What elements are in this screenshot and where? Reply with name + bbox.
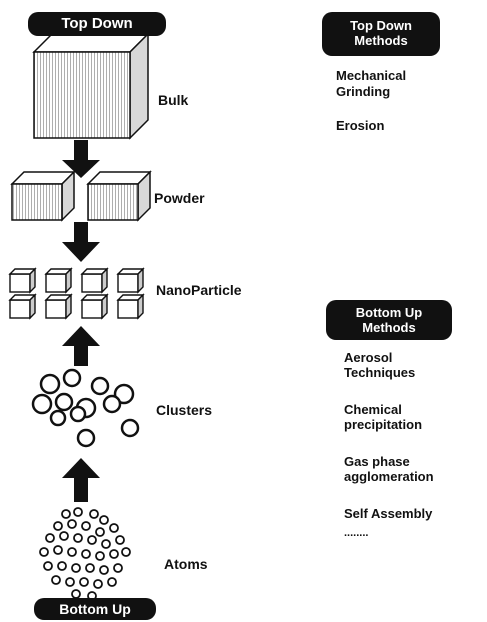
method-line: Self Assembly xyxy=(344,506,433,521)
arrow-down-icon xyxy=(62,222,100,262)
bottom-up-method-item: Gas phase agglomeration xyxy=(344,454,434,484)
powder-cube-icon xyxy=(86,170,152,222)
atoms-label: Atoms xyxy=(164,556,208,572)
method-line: Chemical xyxy=(344,402,402,417)
top-down-methods-header: Top Down Methods xyxy=(322,12,440,56)
arrow-up-icon xyxy=(62,326,100,366)
top-down-methods-title-line1: Top Down xyxy=(350,18,412,33)
atoms-icon xyxy=(39,507,131,601)
bottom-up-methods-title-line2: Methods xyxy=(362,320,416,335)
bottom-up-method-item: Chemical precipitation xyxy=(344,402,422,432)
bottom-up-methods-title-line1: Bottom Up xyxy=(355,305,423,320)
arrow-up-icon xyxy=(62,458,100,502)
method-line: agglomeration xyxy=(344,469,434,484)
bottom-up-methods-ellipsis: ........ xyxy=(344,527,369,539)
powder-cube-icon xyxy=(10,170,76,222)
top-down-header: Top Down xyxy=(28,12,166,36)
clusters-label: Clusters xyxy=(156,402,213,418)
top-down-method-item: Grinding xyxy=(336,84,391,99)
bottom-up-header: Bottom Up xyxy=(34,598,156,620)
bulk-label: Bulk xyxy=(158,92,189,108)
arrow-down-icon xyxy=(62,140,100,178)
top-down-methods-title-line2: Methods xyxy=(354,33,408,48)
bottom-up-methods-header: Bottom Up Methods xyxy=(326,300,452,340)
nanoparticle-cubes-icon xyxy=(8,267,145,320)
bottom-up-method-item: Aerosol Techniques xyxy=(344,350,415,380)
method-line: precipitation xyxy=(344,417,423,432)
top-down-method-item: Erosion xyxy=(336,118,385,133)
method-line: Aerosol xyxy=(344,350,393,365)
bulk-cube-icon xyxy=(32,32,150,140)
clusters-icon xyxy=(31,368,140,448)
nanoparticle-label: NanoParticle xyxy=(156,282,242,298)
method-line: Gas phase xyxy=(344,454,410,469)
top-down-method-item: Mechanical xyxy=(336,68,407,83)
powder-label: Powder xyxy=(154,190,205,206)
method-line: Techniques xyxy=(344,365,416,380)
bottom-up-method-item: Self Assembly xyxy=(344,506,432,521)
